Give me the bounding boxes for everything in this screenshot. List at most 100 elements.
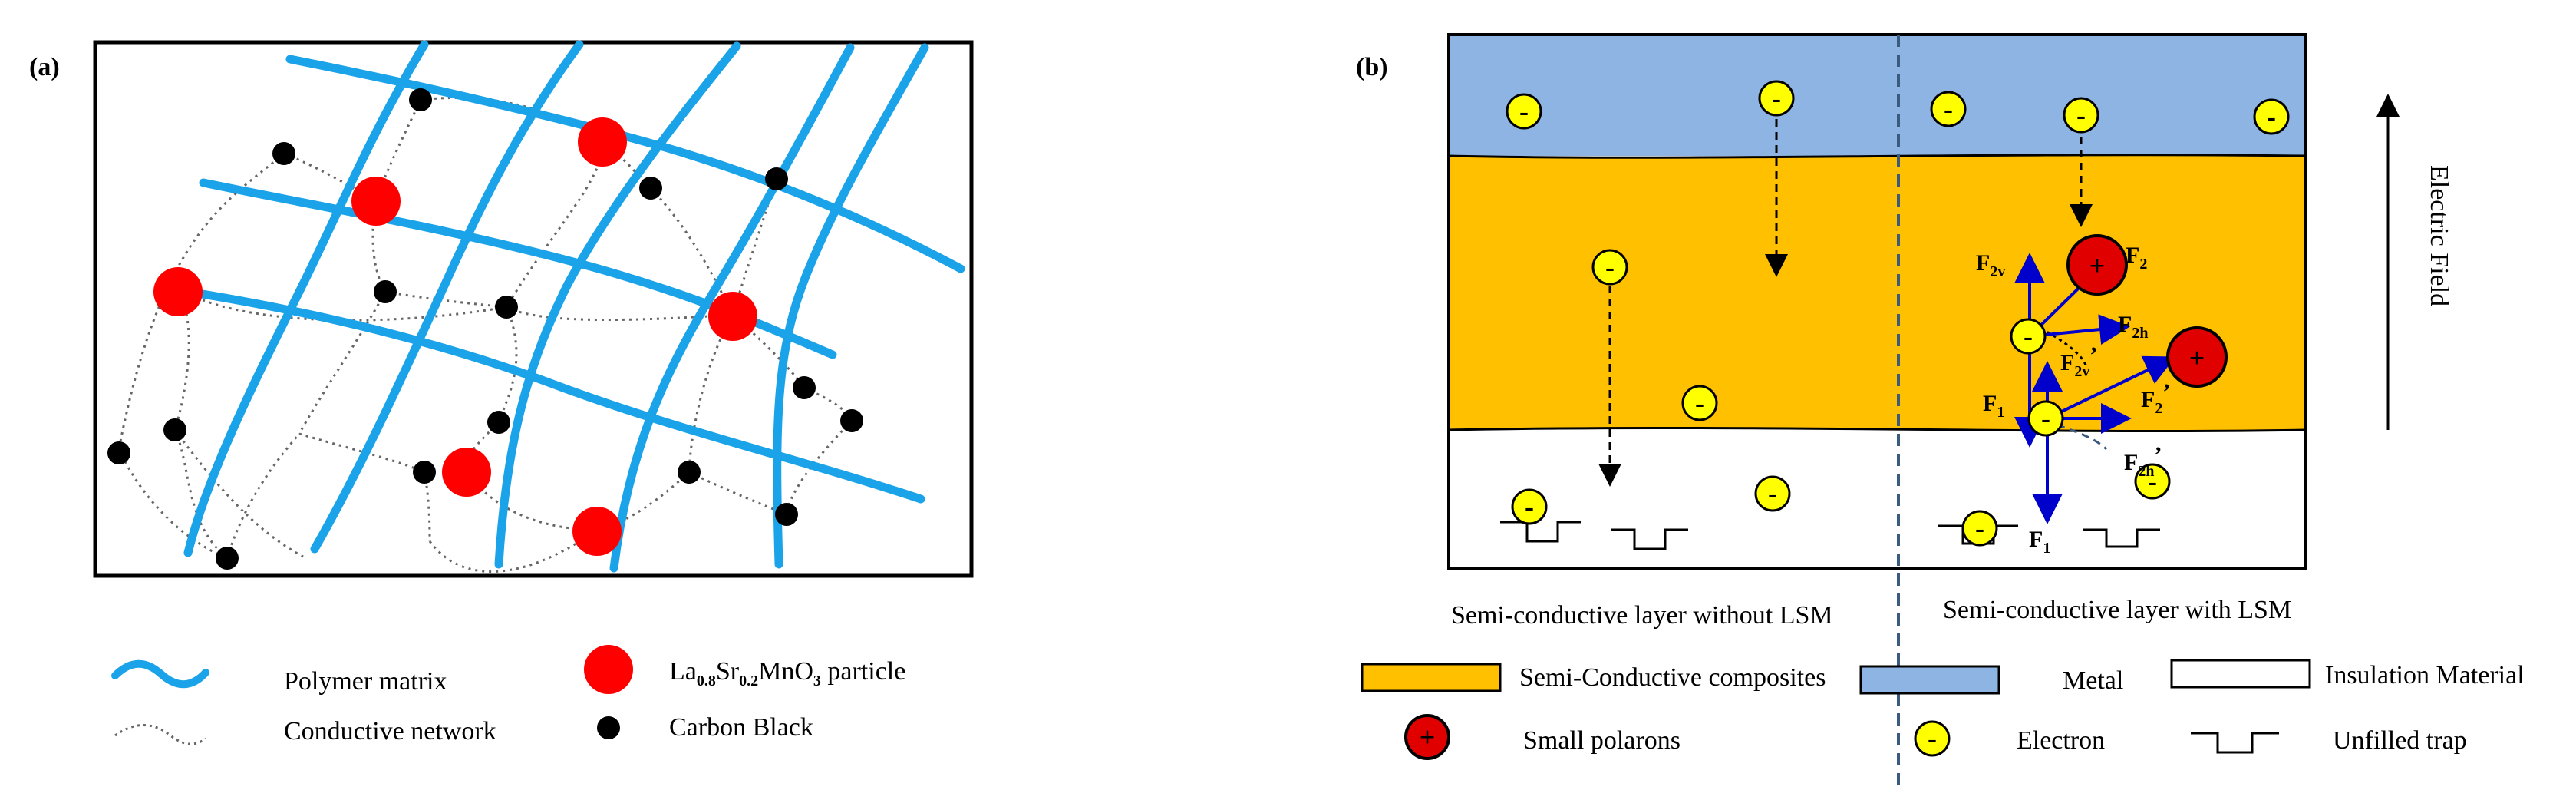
lsm-particle (708, 292, 757, 341)
legend-network-label: Conductive network (284, 717, 496, 745)
legend-metal-swatch (1859, 665, 2000, 695)
panel-b-frame (1447, 33, 2307, 570)
panel-a-label: (a) (29, 53, 60, 81)
legend-semi-swatch (1361, 663, 1502, 692)
semi-insulation-boundary (1448, 426, 2307, 433)
carbon-black (413, 461, 436, 484)
electron: - (2253, 98, 2290, 135)
carbon-black (765, 167, 788, 190)
electron: - (1591, 249, 1628, 286)
panel-a-legend: Polymer matrix Conductive network La0.8S… (111, 645, 905, 745)
electron: - (1754, 475, 1791, 512)
legend-carbon-label: Carbon Black (669, 713, 813, 742)
legend-insulation-swatch (2170, 659, 2311, 689)
legend-carbon-swatch (597, 716, 620, 739)
electron-trapped: - (1511, 488, 1548, 525)
force-f1-label: F1 (1983, 391, 2004, 421)
polymer-matrix (159, 40, 965, 573)
electron: - (1758, 80, 1795, 117)
carbon-black (216, 547, 239, 570)
trap (1611, 528, 1688, 550)
legend-electron-swatch: - (1914, 720, 1951, 757)
legend-metal-label: Metal (2063, 666, 2123, 695)
force-f2v-label: F2v (1976, 250, 2005, 280)
lsm-particle (442, 448, 491, 497)
electrons: - - - - - - - - - - - - - (1506, 80, 2290, 547)
svg-text:-: - (1768, 478, 1777, 509)
electron: - (2134, 463, 2171, 500)
force-f2v-prime-label: F2v’ (2060, 342, 2097, 380)
carbon-black (678, 461, 701, 484)
svg-text:-: - (2041, 403, 2050, 434)
svg-text:+: + (2189, 342, 2205, 373)
legend-insulation-label: Insulation Material (2325, 661, 2525, 689)
lsm-particles (153, 117, 757, 556)
legend-polymer-swatch (111, 659, 209, 689)
lsm-particle (572, 507, 622, 556)
carbon-black (272, 142, 295, 165)
legend-polaron-label: Small polarons (1523, 726, 1681, 755)
force-f2-prime-label: F2’ (2141, 379, 2170, 417)
force-f2-label: F2 (2126, 243, 2147, 273)
semi-conductive-layer (1449, 154, 2306, 431)
svg-text:-: - (1525, 491, 1534, 522)
polaron: + (2166, 326, 2228, 388)
trap (2083, 528, 2160, 548)
electron: - (2027, 400, 2064, 437)
carbon-black (495, 296, 518, 319)
force-f2h-prime-label: F2h’ (2124, 442, 2162, 480)
small-polarons: + + (2066, 234, 2228, 388)
electron: - (2010, 318, 2047, 355)
force-f2-prime-arrow (2047, 355, 2176, 420)
svg-text:+: + (1420, 722, 1436, 752)
electron-trapped: - (1961, 510, 1998, 547)
svg-text:-: - (2148, 466, 2157, 497)
metal-semi-boundary (1448, 154, 2307, 159)
svg-text:+: + (2089, 250, 2106, 281)
legend-lsm-label: La0.8Sr0.2MnO3 particle (669, 657, 905, 689)
panel-a-frame (93, 40, 974, 578)
carbon-black (639, 177, 662, 200)
caption-with-lsm: Semi-conductive layer with LSM (1943, 596, 2291, 624)
carbon-black (775, 503, 798, 526)
carbon-black (163, 418, 186, 441)
legend-semi-label: Semi-Conductive composites (1519, 663, 1826, 692)
svg-text:-: - (1975, 513, 1984, 544)
electron: - (1506, 93, 1542, 130)
force-f1-low-label: F1 (2029, 527, 2050, 557)
caption-without-lsm: Semi-conductive layer without LSM (1451, 601, 1833, 630)
legend-trap-swatch (2191, 732, 2279, 754)
svg-text:-: - (1944, 94, 1953, 124)
panel-b-legend: Semi-Conductive composites Metal Insulat… (1361, 659, 2525, 760)
force-arrows (2014, 249, 2176, 524)
force-f2h-label: F2h (2118, 312, 2148, 342)
electron: - (2063, 97, 2099, 134)
svg-text:-: - (1605, 252, 1615, 283)
force-labels: F2 F2v F2h F2v’ F1 F2’ F2h’ F1 (1976, 243, 2170, 557)
carbon-black (793, 376, 816, 399)
carbon-black (374, 280, 397, 303)
electric-field-label: Electric Field (2425, 165, 2453, 306)
lsm-particle (578, 117, 627, 167)
carbon-black (107, 441, 130, 464)
panel-b-label: (b) (1356, 53, 1388, 81)
legend-electron-label: Electron (2017, 726, 2105, 755)
electron: - (1681, 385, 1718, 421)
carbon-black-particles (107, 88, 863, 570)
trap (1500, 521, 1581, 543)
legend-trap-label: Unfilled trap (2333, 726, 2467, 755)
carbon-black (840, 409, 863, 432)
carbon-black (409, 88, 432, 111)
legend-lsm-swatch (584, 645, 633, 694)
legend-network-swatch (114, 724, 206, 745)
metal-layer (1449, 35, 2306, 156)
legend-polaron-swatch: + (1404, 714, 1450, 760)
lsm-particle (351, 177, 401, 226)
lsm-particle (153, 267, 203, 316)
svg-text:-: - (1928, 723, 1937, 754)
legend-polymer-label: Polymer matrix (284, 667, 447, 696)
carbon-black (487, 411, 510, 434)
electron: - (1930, 91, 1967, 127)
svg-text:-: - (2267, 101, 2276, 132)
